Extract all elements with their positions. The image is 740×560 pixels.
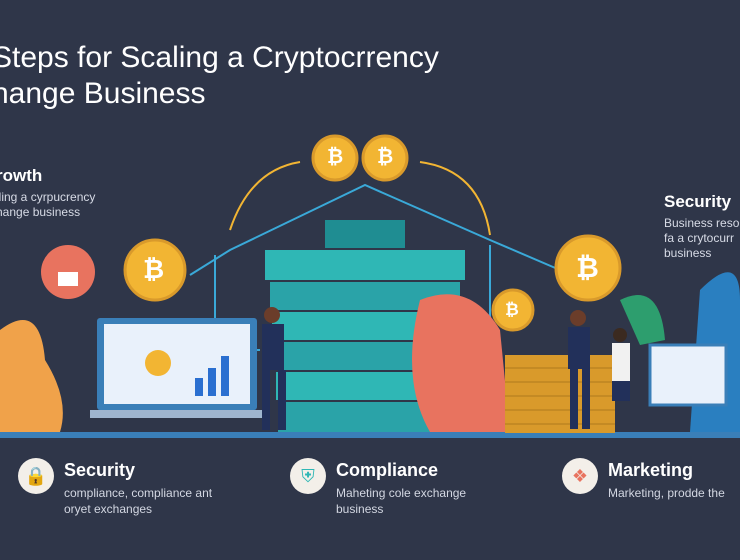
growth-heading: rowth (0, 166, 43, 185)
bitcoin-symbol: ₿ (143, 254, 165, 284)
arrow-right (419, 161, 491, 236)
monitor (648, 343, 728, 407)
security-heading: Security (664, 192, 732, 211)
growth-panel: rowth lling a cyrpucrency hange business (0, 166, 116, 220)
lock-icon: 🔒 (18, 458, 54, 494)
feature-heading: Marketing (608, 460, 694, 480)
laptop (90, 318, 270, 418)
shield-icon: ⛨ (290, 458, 326, 494)
feature-text: Maheting cole exchange business (336, 486, 467, 516)
feature-security: 🔒 Security compliance, compliance ant ory… (18, 458, 214, 517)
person (612, 328, 630, 401)
feature-heading: Security (64, 460, 136, 480)
person (262, 307, 286, 430)
bitcoin-coins (123, 134, 622, 376)
security-text: Business reso fa a crytocurr business (664, 216, 740, 260)
network-icon: ❖ (562, 458, 598, 494)
person (568, 310, 590, 429)
bitcoin-symbol: ₿ (576, 252, 599, 283)
bitcoin-symbol: ₿ (377, 146, 394, 168)
arrow-left (229, 161, 301, 231)
feature-text: compliance, compliance ant oryet exchang… (64, 486, 213, 516)
coin-stack (505, 355, 615, 433)
title-line-1: Steps for Scaling a Cryptocrrency (0, 41, 439, 74)
bitcoin-symbol: ₿ (505, 300, 519, 319)
feature-heading: Compliance (336, 460, 439, 480)
title-line-2: hange Business (0, 77, 206, 110)
server-tower (265, 220, 465, 432)
bitcoin-symbol: ₿ (327, 146, 344, 168)
security-panel: Security Business reso fa a crytocurr bu… (664, 192, 740, 261)
growth-text: lling a cyrpucrency hange business (0, 190, 96, 219)
feature-text: Marketing, prodde the (608, 486, 725, 500)
roof-line (189, 183, 561, 276)
page-title: Steps for Scaling a Cryptocrrency hange … (0, 40, 439, 112)
